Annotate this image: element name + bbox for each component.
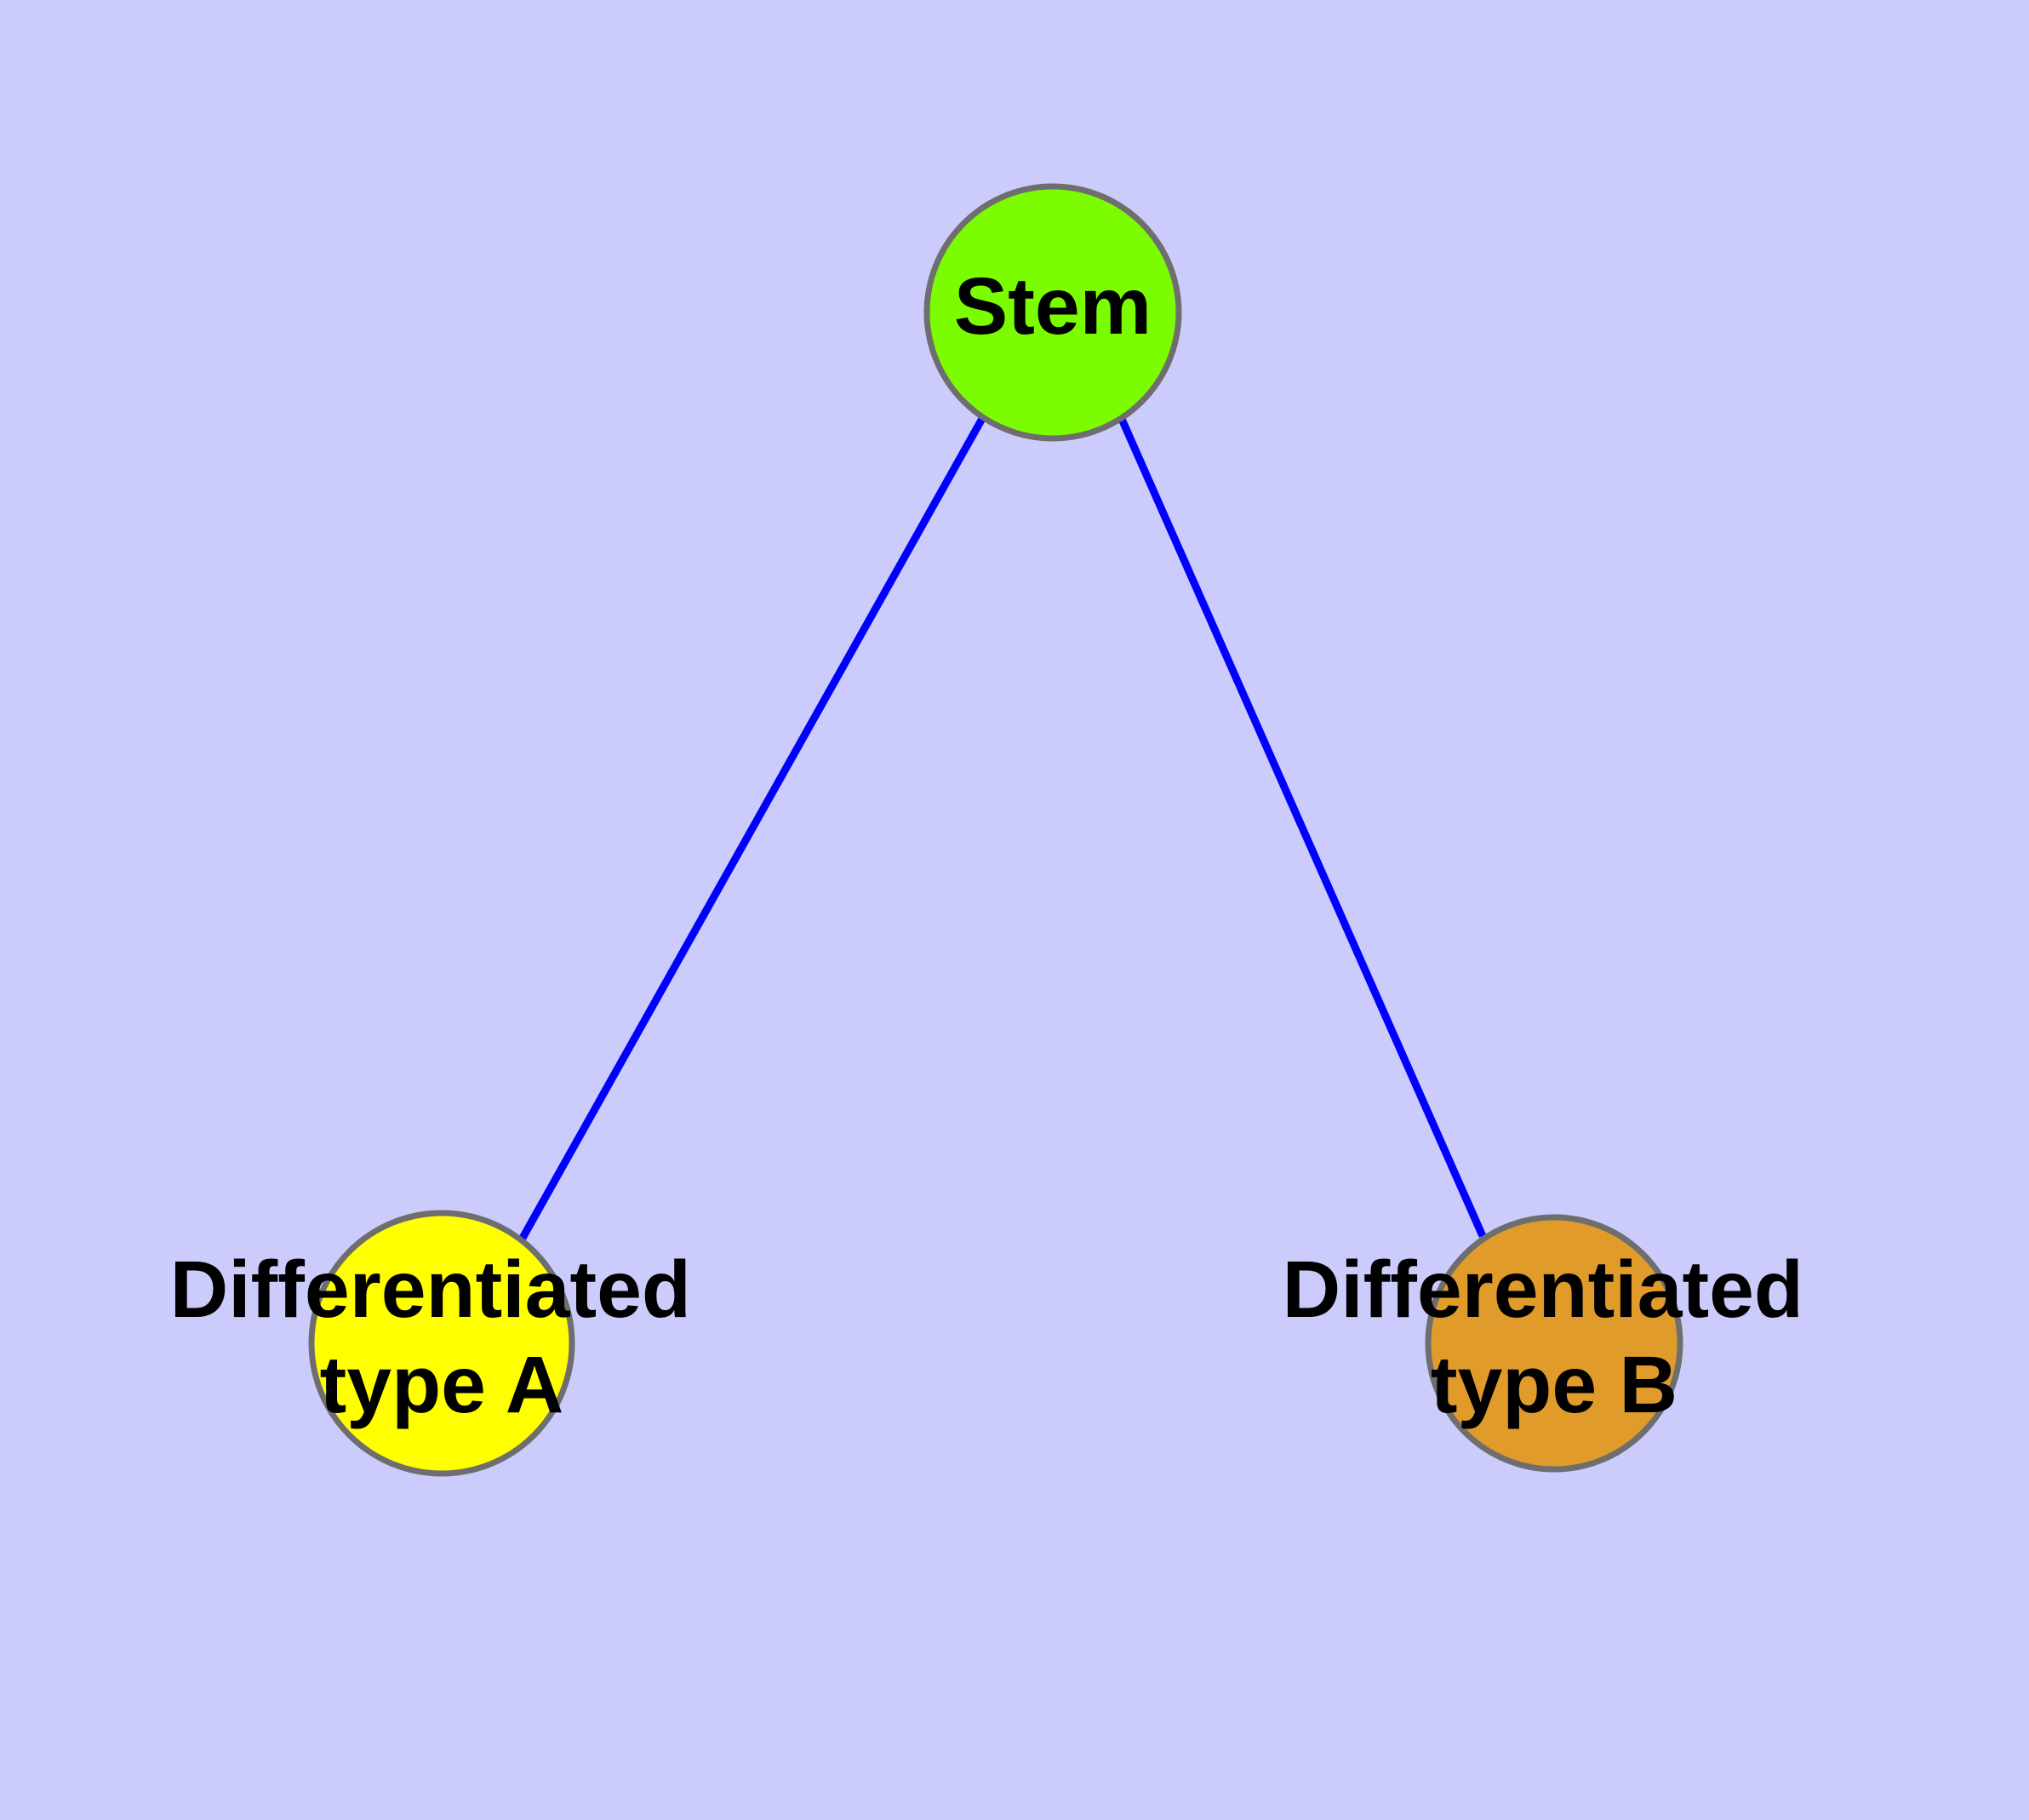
node-labels-group: Stem Differentiated type A Differentiate… xyxy=(170,261,1826,1430)
node-differentiated-type-a[interactable] xyxy=(308,1210,575,1477)
node-differentiated-type-a-circle[interactable] xyxy=(308,1210,575,1477)
node-label-differentiated-type-a-line-1: Differentiated xyxy=(170,1245,691,1335)
node-label-differentiated-type-a: Differentiated type A xyxy=(170,1245,714,1430)
node-label-stem-line-1: Stem xyxy=(954,261,1152,352)
node-label-differentiated-type-b-line-2: type B xyxy=(1431,1340,1677,1430)
node-differentiated-type-b-circle[interactable] xyxy=(1425,1214,1683,1473)
node-label-differentiated-type-b: Differentiated type B xyxy=(1283,1245,1826,1430)
node-differentiated-type-b[interactable] xyxy=(1425,1214,1683,1473)
edge-stem-to-diff-a[interactable] xyxy=(518,415,986,1242)
node-stem[interactable] xyxy=(923,183,1182,442)
edges-group xyxy=(518,415,1487,1242)
node-stem-circle[interactable] xyxy=(923,183,1182,442)
node-label-differentiated-type-a-line-2: type A xyxy=(320,1340,564,1430)
nodes-group xyxy=(308,183,1683,1477)
node-label-differentiated-type-b-line-1: Differentiated xyxy=(1283,1245,1803,1335)
edge-stem-to-diff-b[interactable] xyxy=(1117,415,1487,1238)
node-label-stem: Stem xyxy=(954,261,1152,352)
